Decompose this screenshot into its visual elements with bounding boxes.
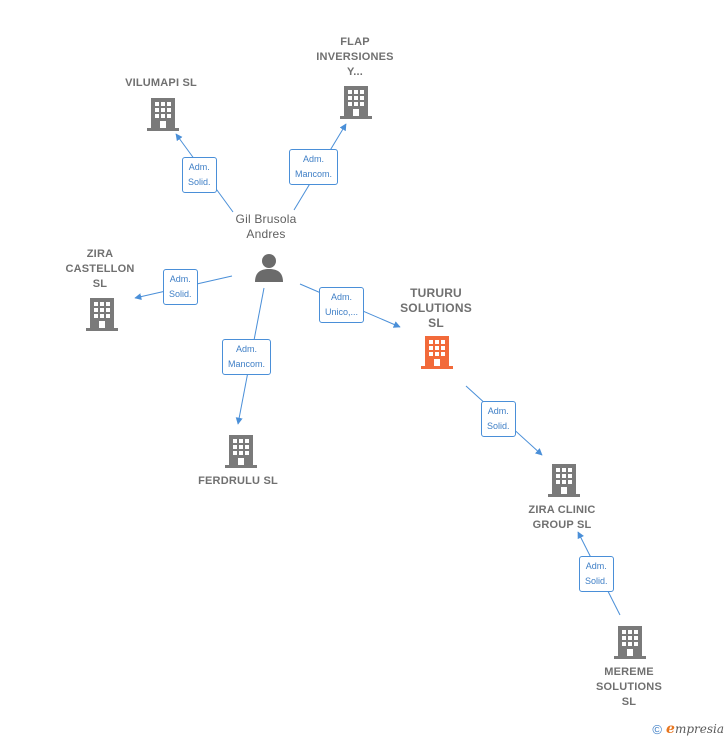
node-label-zira-castellon[interactable]: ZIRA CASTELLON SL [65, 248, 135, 290]
person-icon[interactable] [253, 252, 285, 282]
relation-badge[interactable]: Adm. Solid. [182, 157, 217, 193]
building-icon[interactable] [340, 84, 372, 120]
building-icon-main[interactable] [421, 334, 453, 370]
relation-badge[interactable]: Adm. Solid. [163, 269, 198, 305]
node-label-gil-brusola[interactable]: Gil Brusola Andres [235, 212, 297, 241]
relation-badge[interactable]: Adm. Unico,... [319, 287, 365, 323]
building-icon[interactable] [86, 296, 118, 332]
relation-badge[interactable]: Adm. Mancom. [222, 339, 272, 375]
node-label-flap[interactable]: FLAP INVERSIONES Y... [316, 36, 394, 78]
relation-badge[interactable]: Adm. Solid. [481, 401, 516, 437]
brand-logo: empresia [666, 721, 724, 737]
footer-watermark: © empresia [652, 721, 724, 737]
relation-badge[interactable]: Adm. Solid. [579, 556, 614, 592]
copyright-icon: © [652, 721, 663, 737]
building-icon[interactable] [548, 462, 580, 498]
node-label-vilumapi[interactable]: VILUMAPI SL [125, 77, 197, 89]
building-icon[interactable] [147, 96, 179, 132]
building-icon[interactable] [614, 624, 646, 660]
node-label-tururu[interactable]: TURURU SOLUTIONS SL [400, 286, 472, 330]
node-label-ferdrulu[interactable]: FERDRULU SL [198, 475, 278, 487]
node-label-mereme[interactable]: MEREME SOLUTIONS SL [596, 666, 662, 708]
building-icon[interactable] [225, 433, 257, 469]
relation-badge[interactable]: Adm. Mancom. [289, 149, 339, 185]
node-label-zira-clinic[interactable]: ZIRA CLINIC GROUP SL [528, 504, 596, 531]
